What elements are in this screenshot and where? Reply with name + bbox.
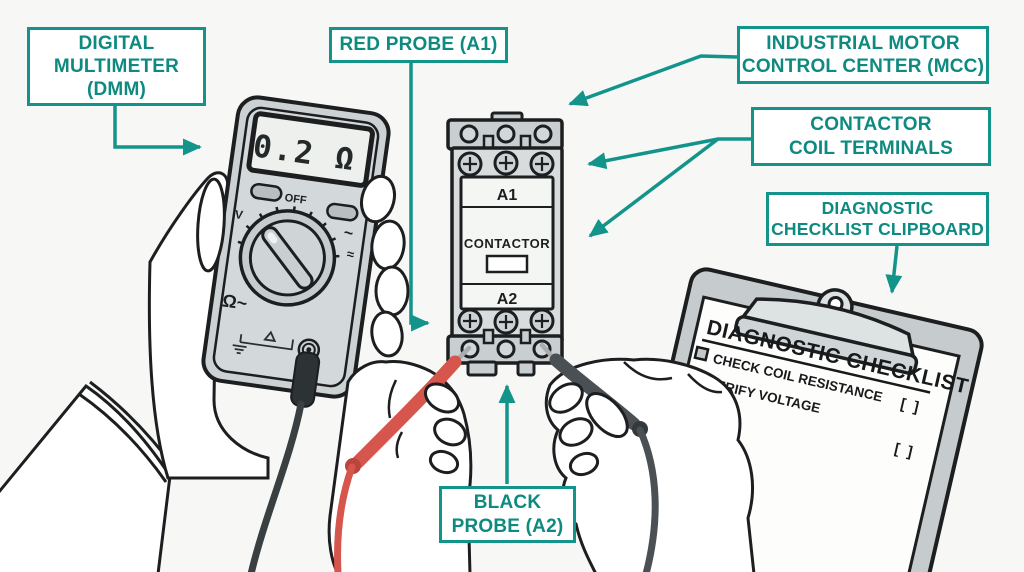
terminal-a2-label: A2 — [497, 291, 518, 308]
arrow-coil-terminals-2 — [588, 137, 720, 238]
callout-dmm: DIGITAL MULTIMETER (DMM) — [27, 27, 206, 106]
arrow-clipboard — [885, 245, 903, 294]
dial-off-label: OFF — [284, 192, 308, 207]
checklist-item-1-bracket: [ ] — [899, 395, 922, 416]
rotary-dial: OFF V ~ ≈ Ω~ — [221, 192, 355, 314]
red-probe-wire — [334, 463, 356, 572]
dial-pointer — [261, 226, 314, 290]
dial-volts-label: V — [234, 207, 244, 222]
meter-schematic-marks — [232, 330, 294, 355]
callout-black-probe: BLACK PROBE (A2) — [439, 486, 576, 543]
meter-button-right — [326, 202, 359, 222]
dial-ac2-label: ≈ — [346, 246, 355, 262]
meter-hand-fingers — [196, 174, 410, 358]
contactor-faceplate — [459, 175, 555, 311]
checkbox-coil-resistance — [693, 345, 710, 362]
dial-ohms-label: Ω~ — [221, 290, 248, 313]
right-hand-fingertips — [548, 382, 629, 477]
callout-coil-terminals: CONTACTOR COIL TERMINALS — [751, 107, 991, 166]
coil-terminal-screws-bottom — [457, 308, 555, 335]
arrow-red-probe — [409, 63, 430, 332]
center-hand-fingertips — [423, 382, 467, 475]
arrow-dmm — [113, 106, 202, 156]
callout-connectors — [113, 54, 903, 484]
contactor-indicator-window — [485, 254, 529, 274]
meter-lead-wire — [247, 400, 305, 572]
callout-mcc: INDUSTRIAL MOTOR CONTROL CENTER (MCC) — [737, 26, 989, 84]
contactor-name-label: CONTACTOR — [464, 236, 550, 251]
multimeter-display — [246, 111, 375, 188]
arrow-mcc — [568, 54, 738, 107]
red-probe — [334, 345, 472, 572]
coil-terminal-screws-top — [457, 150, 555, 177]
contactor: A1 CONTACTOR A2 — [446, 111, 564, 377]
callout-red-probe: RED PROBE (A1) — [329, 27, 508, 63]
technician-center-hand — [327, 360, 473, 572]
terminal-a1-label: A1 — [497, 187, 518, 204]
clipboard-clip — [734, 288, 919, 375]
dial-ac-label: ~ — [343, 225, 355, 243]
callout-clipboard: DIAGNOSTIC CHECKLIST CLIPBOARD — [766, 192, 989, 246]
meter-button-left — [250, 182, 283, 202]
black-probe-wire — [636, 426, 659, 572]
checklist-item-2-bracket: [ ] — [893, 440, 916, 461]
